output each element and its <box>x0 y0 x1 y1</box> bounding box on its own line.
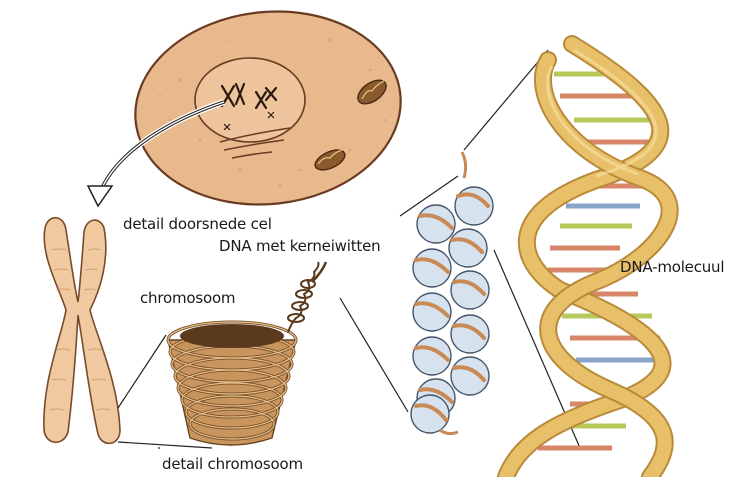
label-cell-section: detail doorsnede cel <box>123 215 272 233</box>
nucleus <box>195 58 305 142</box>
label-chromosome-detail: detail chromosoom <box>162 455 303 473</box>
label-dna-with-proteins: DNA met kerneiwitten <box>219 237 380 255</box>
label-chromosome: chromosoom <box>140 289 235 307</box>
chromosome <box>44 218 120 444</box>
nucleosome-fiber <box>411 152 493 434</box>
label-dna-molecule: DNA-molecuul <box>620 258 724 276</box>
cell-section <box>126 0 411 217</box>
